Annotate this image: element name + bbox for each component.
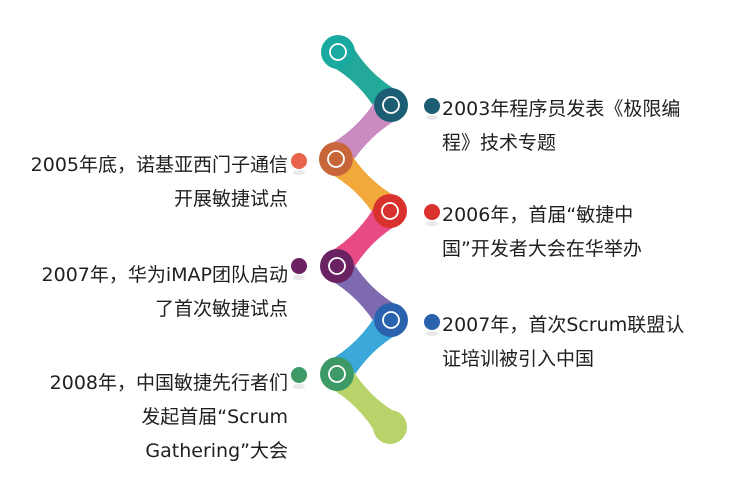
node-ring-icon xyxy=(381,202,399,220)
timeline-end-node xyxy=(373,410,407,444)
bullet-shadow xyxy=(426,115,438,120)
bullet-shadow xyxy=(293,170,305,175)
timeline-node xyxy=(321,35,355,69)
node-ring-icon xyxy=(328,257,346,275)
event-label-2005: 2005年底，诺基亚西门子通信开展敏捷试点 xyxy=(30,154,288,210)
timeline-node xyxy=(319,142,353,176)
timeline-node xyxy=(320,357,354,391)
bullet-shadow xyxy=(293,275,305,280)
event-bullet-2006 xyxy=(424,204,440,220)
timeline-nodes xyxy=(319,35,408,444)
timeline-node xyxy=(373,194,407,228)
event-bullet-2005 xyxy=(291,153,307,169)
bullet-shadow xyxy=(293,384,305,389)
event-label-2006: 2006年，首届“敏捷中国”开发者大会在华举办 xyxy=(442,204,642,260)
event-bullet-2003 xyxy=(424,98,440,114)
timeline-node xyxy=(320,249,354,283)
bullet-shadow xyxy=(426,221,438,226)
timeline-node xyxy=(374,303,408,337)
event-label-2007-scrum: 2007年，首次Scrum联盟认证培训被引入中国 xyxy=(442,314,685,370)
event-bullet-2008 xyxy=(291,367,307,383)
timeline-node xyxy=(374,88,408,122)
node-ring-icon xyxy=(382,311,400,329)
event-label-2007-huawei: 2007年，华为iMAP团队启动了首次敏捷试点 xyxy=(41,264,288,320)
node-ring-icon xyxy=(329,43,347,61)
event-label-2008: 2008年，中国敏捷先行者们发起首届“Scrum Gathering”大会 xyxy=(49,372,288,462)
bullet-shadow xyxy=(426,331,438,336)
node-ring-icon xyxy=(382,96,400,114)
event-label-2003: 2003年程序员发表《极限编程》技术专题 xyxy=(442,98,681,154)
event-bullet-2007-huawei xyxy=(291,258,307,274)
event-bullet-2007-scrum xyxy=(424,314,440,330)
node-ring-icon xyxy=(328,365,346,383)
node-ring-icon xyxy=(327,150,345,168)
